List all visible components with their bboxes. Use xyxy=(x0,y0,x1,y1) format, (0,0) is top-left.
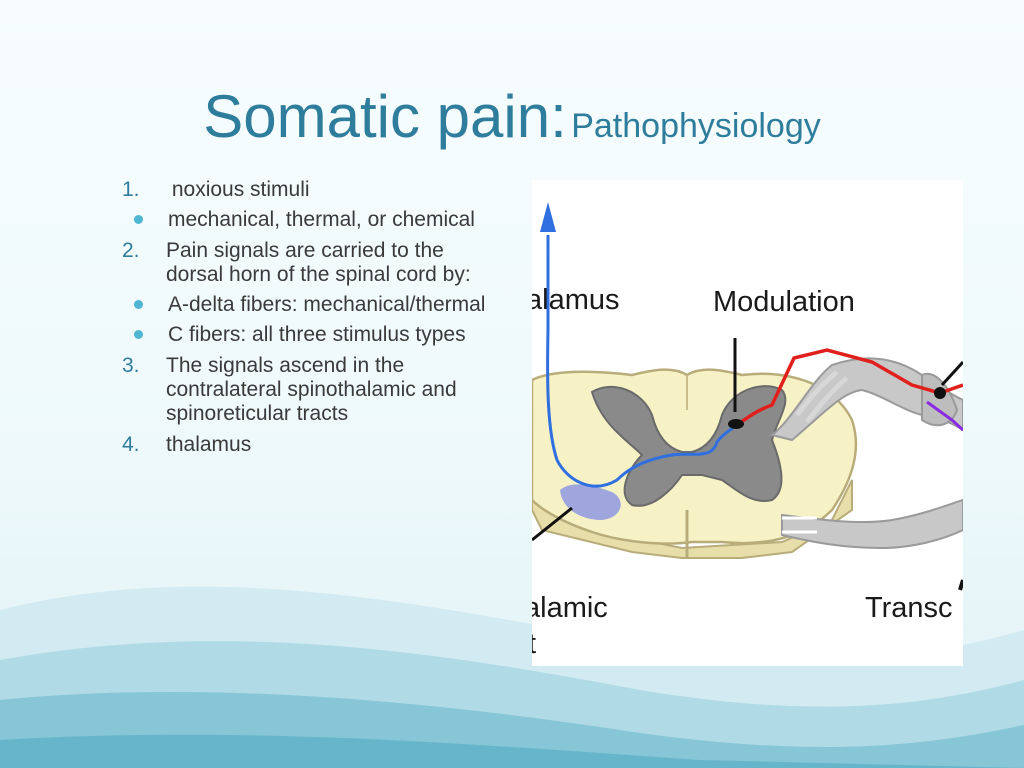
bullet-dot-icon xyxy=(134,215,143,224)
list-number: 1. xyxy=(122,178,140,201)
label-modulation: Modulation xyxy=(713,286,855,318)
label-tract-line2: t xyxy=(532,628,537,660)
list-number: 2. xyxy=(122,239,140,262)
sub-bullet-item: A-delta fibers: mechanical/thermal xyxy=(122,293,492,317)
numbered-list: 1. noxious stimuli mechanical, thermal, … xyxy=(122,178,492,464)
slide-title: Somatic pain: Pathophysiology xyxy=(0,82,1024,151)
bullet-dot-icon xyxy=(134,300,143,309)
list-item-text: The signals ascend in the contralateral … xyxy=(166,354,457,425)
list-item-2: 2. Pain signals are carried to the dorsa… xyxy=(122,239,492,347)
list-item-3: 3. The signals ascend in the contralater… xyxy=(122,354,492,426)
label-transduction: Transc xyxy=(865,592,953,624)
sub-bullet-item: mechanical, thermal, or chemical xyxy=(122,208,492,232)
bullet-dot-icon xyxy=(134,330,143,339)
list-item-text: Pain signals are carried to the dorsal h… xyxy=(166,239,471,286)
list-item-4: 4. thalamus xyxy=(122,433,492,457)
sub-bullet-item: C fibers: all three stimulus types xyxy=(122,323,492,347)
label-tract-line1: alamic xyxy=(532,592,608,624)
sub-bullet-text: C fibers: all three stimulus types xyxy=(168,323,466,346)
list-number: 4. xyxy=(122,433,140,456)
list-number: 3. xyxy=(122,354,140,377)
sub-bullet-text: A-delta fibers: mechanical/thermal xyxy=(168,293,486,316)
spinal-cord-illustration xyxy=(532,202,963,591)
title-subtitle: Pathophysiology xyxy=(571,107,821,145)
spinal-cord-figure: alamus Modulation alamic t Transc xyxy=(532,180,963,666)
list-item-1: 1. noxious stimuli mechanical, thermal, … xyxy=(122,178,492,232)
title-main: Somatic pain: xyxy=(203,83,567,150)
label-thalamus: alamus xyxy=(532,284,620,316)
ascending-fiber xyxy=(546,235,738,488)
list-item-text: noxious stimuli xyxy=(166,178,310,201)
up-arrow-icon xyxy=(540,202,556,232)
sub-bullet-text: mechanical, thermal, or chemical xyxy=(168,208,475,231)
list-item-text: thalamus xyxy=(166,433,252,456)
purple-fiber xyxy=(926,400,963,432)
